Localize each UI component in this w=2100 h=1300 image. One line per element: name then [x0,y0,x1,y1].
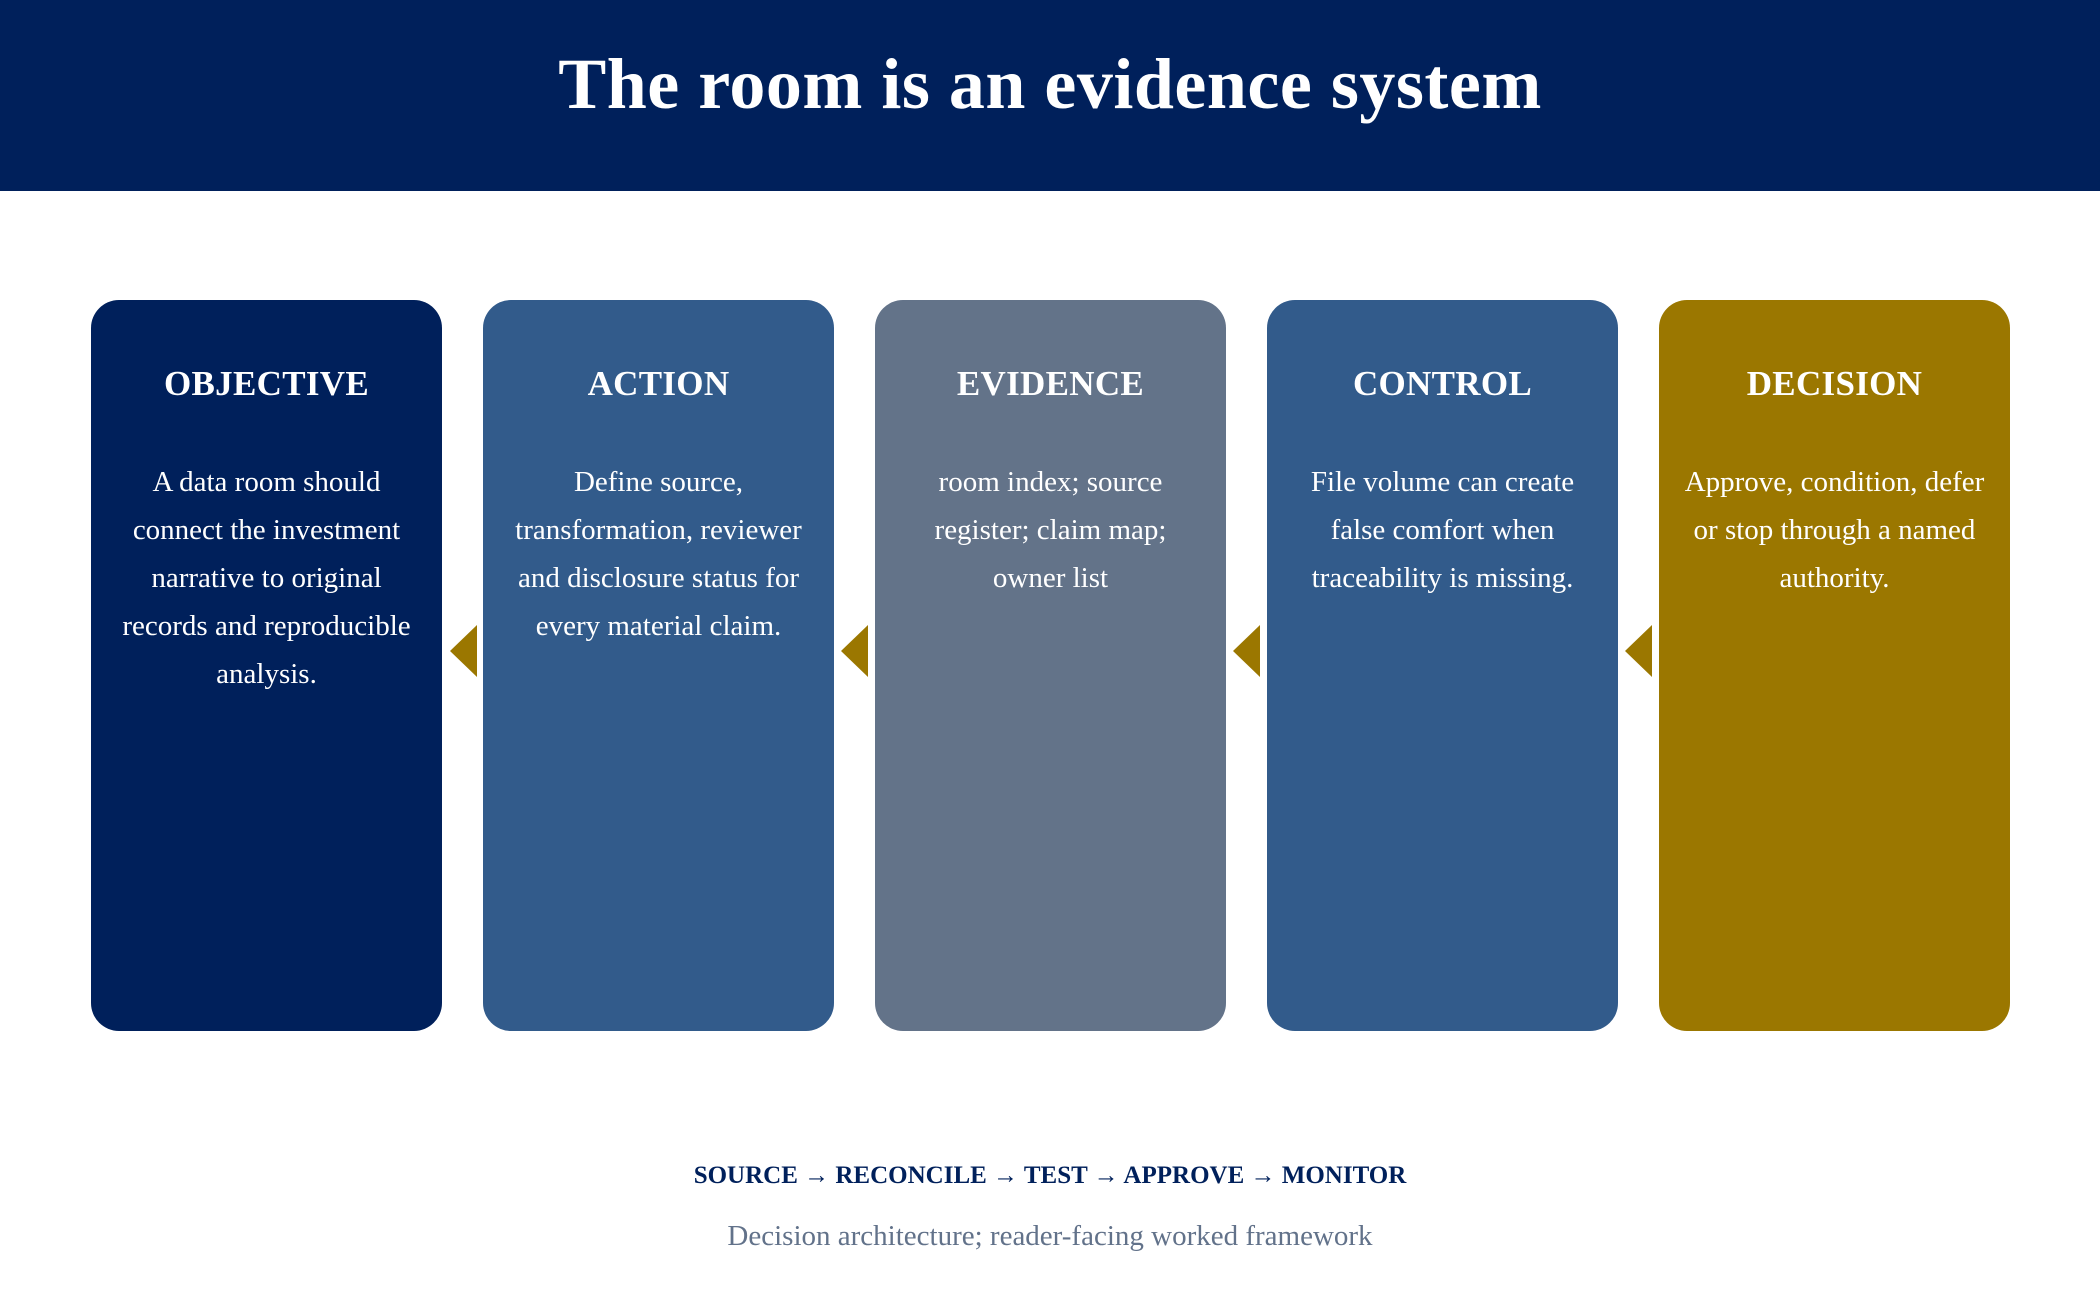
card-decision: DECISION Approve, condition, defer or st… [1659,300,2010,1031]
arrow-left-icon [1625,625,1652,677]
card-body: A data room should connect the investmen… [122,466,411,690]
card-body: room index; source register; claim map; … [934,466,1167,594]
header-banner: The room is an evidence system [0,0,2100,191]
card-body: Approve, condition, defer or stop throug… [1684,466,1985,594]
card-body: Define source, transformation, reviewer … [515,466,802,642]
caption: Decision architecture; reader-facing wor… [727,1220,1373,1252]
arrow-left-icon [1233,625,1260,677]
card-title: EVIDENCE [956,364,1145,403]
page-title: The room is an evidence system [558,44,1542,124]
arrow-left-icon [841,625,868,677]
card-evidence: EVIDENCE room index; source register; cl… [875,300,1226,1031]
process-flow: SOURCE → RECONCILE → TEST → APPROVE → MO… [693,1162,1407,1189]
card-title: DECISION [1746,364,1923,403]
card-control: CONTROL File volume can create false com… [1267,300,1618,1031]
arrow-left-icon [450,625,477,677]
card-action: ACTION Define source, transformation, re… [483,300,834,1031]
card-title: ACTION [587,364,730,403]
card-title: CONTROL [1352,364,1533,403]
card-title: OBJECTIVE [164,364,369,403]
card-body: File volume can create false comfort whe… [1310,466,1575,594]
card-objective: OBJECTIVE A data room should connect the… [91,300,442,1031]
